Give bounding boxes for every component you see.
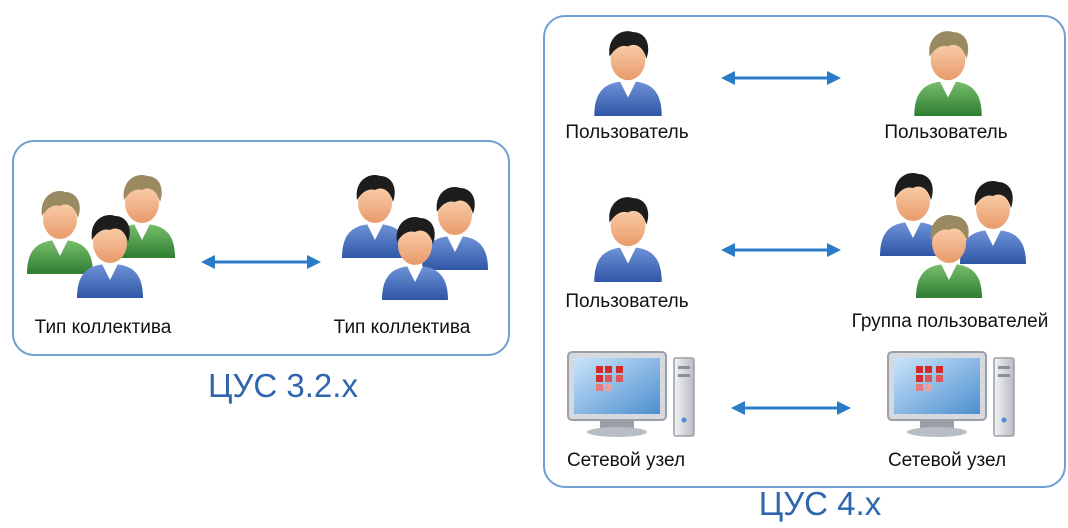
group-icon <box>27 175 175 298</box>
user-icon <box>594 31 662 116</box>
user-group-icon <box>880 173 1026 298</box>
user-group-label: Группа пользователей <box>851 311 1049 332</box>
bidirectional-arrow-icon <box>719 69 843 87</box>
workstation-icon <box>887 351 1015 438</box>
group-icon <box>342 175 488 300</box>
user-label: Пользователь <box>565 122 689 143</box>
user-label: Пользователь <box>884 122 1008 143</box>
bidirectional-arrow-icon <box>719 241 843 259</box>
user-icon <box>594 197 662 282</box>
group-type-label: Тип коллектива <box>333 317 471 338</box>
network-node-label: Сетевой узел <box>566 450 686 471</box>
new-version-caption: ЦУС 4.x <box>758 485 882 522</box>
bidirectional-arrow-icon <box>729 399 853 417</box>
bidirectional-arrow-icon <box>199 253 323 271</box>
group-type-label: Тип коллектива <box>34 317 172 338</box>
network-node-label: Сетевой узел <box>887 450 1007 471</box>
user-label: Пользователь <box>565 291 689 312</box>
user-icon <box>914 31 982 116</box>
legacy-version-caption: ЦУС 3.2.x <box>208 367 358 404</box>
workstation-icon <box>567 351 695 438</box>
